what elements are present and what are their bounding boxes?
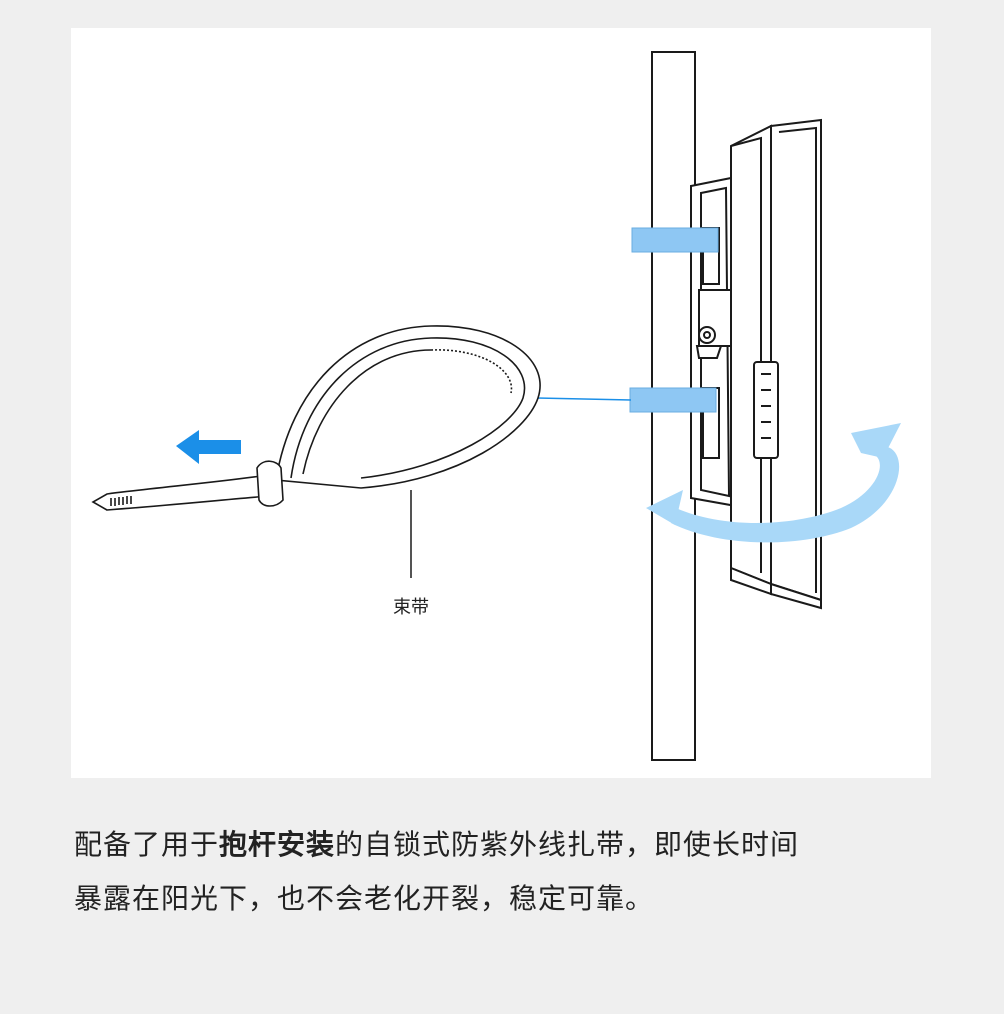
- pole-mount-diagram: [91, 51, 901, 761]
- strap-top: [631, 227, 719, 253]
- caption-part-1: 配备了用于: [74, 828, 220, 861]
- connector-line: [536, 397, 632, 401]
- device-body: [730, 118, 822, 610]
- rotate-arrow-icon: [646, 423, 901, 543]
- illustration-panel: 束带: [71, 28, 931, 778]
- caption-line-1: 配备了用于抱杆安装的自锁式防紫外线扎带，即使长时间: [74, 818, 934, 872]
- mounting-bracket: [690, 176, 738, 508]
- pull-arrow-icon: [176, 430, 241, 464]
- cable-tie-label: 束带: [393, 597, 429, 618]
- caption-bold: 抱杆安装: [219, 828, 336, 861]
- strap-bottom: [629, 387, 717, 413]
- cable-tie: [91, 325, 541, 511]
- description-caption: 配备了用于抱杆安装的自锁式防紫外线扎带，即使长时间 暴露在阳光下，也不会老化开裂…: [74, 818, 934, 926]
- caption-line-2: 暴露在阳光下，也不会老化开裂，稳定可靠。: [74, 882, 655, 915]
- caption-part-2: 的自锁式防紫外线扎带，即使长时间: [335, 828, 800, 861]
